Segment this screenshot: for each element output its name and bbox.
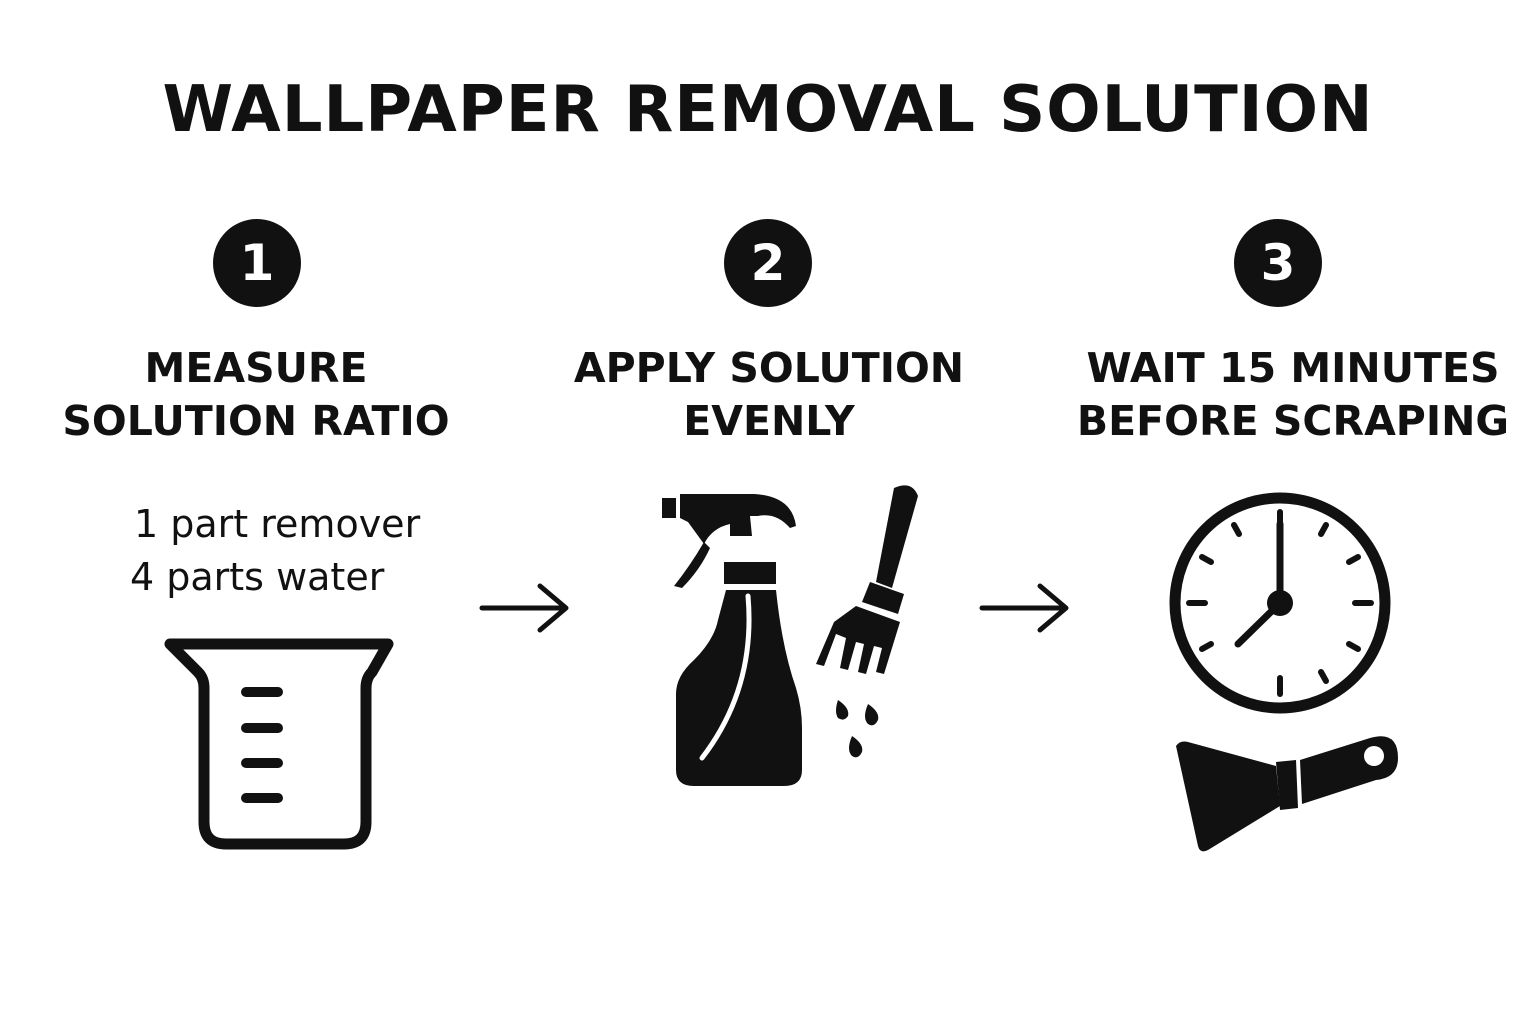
right-arrow-icon bbox=[979, 583, 1069, 633]
step-3-label-line-2: BEFORE SCRAPING bbox=[1076, 397, 1510, 445]
step-1-number: 1 bbox=[239, 234, 275, 292]
step-2-label-line-2: EVENLY bbox=[683, 397, 855, 445]
step-1-badge: 1 bbox=[213, 219, 301, 307]
step-3-label-line-1: WAIT 15 MINUTES bbox=[1086, 344, 1500, 392]
ratio-line-1: 1 part remover bbox=[134, 502, 421, 546]
right-arrow-icon bbox=[479, 583, 569, 633]
step-1-label: MEASURE SOLUTION RATIO bbox=[16, 342, 496, 448]
spray-bottle-icon bbox=[662, 494, 802, 786]
step-3-number: 3 bbox=[1260, 234, 1296, 292]
step-3-badge: 3 bbox=[1234, 219, 1322, 307]
clock-icon bbox=[1169, 492, 1391, 714]
step-1-label-line-2: SOLUTION RATIO bbox=[62, 397, 450, 445]
scraper-icon bbox=[1176, 736, 1398, 852]
step-1-label-line-1: MEASURE bbox=[144, 344, 368, 392]
step-2-label: APPLY SOLUTION EVENLY bbox=[529, 342, 1009, 448]
measuring-cup-icon bbox=[164, 638, 394, 850]
step-2-badge: 2 bbox=[724, 219, 812, 307]
page-title: WALLPAPER REMOVAL SOLUTION bbox=[162, 73, 1374, 147]
step-2-number: 2 bbox=[750, 234, 786, 292]
ratio-line-2: 4 parts water bbox=[130, 555, 385, 599]
ratio-text: 1 part remover 4 parts water bbox=[130, 498, 420, 604]
step-2-label-line-1: APPLY SOLUTION bbox=[573, 344, 965, 392]
paint-brush-icon bbox=[816, 485, 918, 758]
step-3-label: WAIT 15 MINUTES BEFORE SCRAPING bbox=[1053, 342, 1533, 448]
